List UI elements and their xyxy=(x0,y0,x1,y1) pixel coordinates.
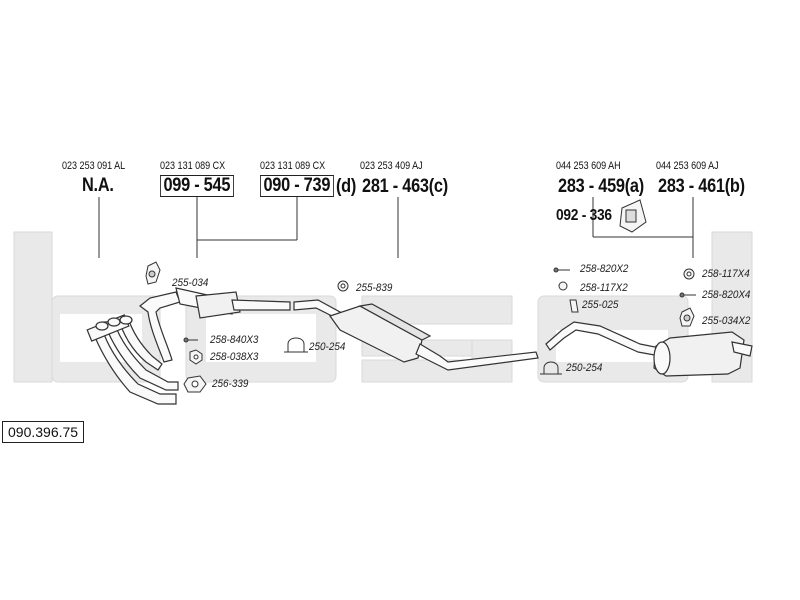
reference-number: 090.396.75 xyxy=(2,421,85,443)
fitting-label-256-339: 256-339 xyxy=(212,378,249,390)
clamp-icon-2 xyxy=(543,361,559,375)
fitting-label-255-025: 255-025 xyxy=(582,299,619,311)
oem-number-na: 023 253 091 AL xyxy=(62,160,126,172)
cat-pipe xyxy=(139,287,291,363)
fitting-label-258-820x4: 258-820X4 xyxy=(702,289,751,301)
fitting-label-258-820x2: 258-820X2 xyxy=(580,263,629,275)
leader-lines xyxy=(98,197,694,258)
part-number-na: N.A. xyxy=(82,175,114,196)
part-number-rear-b: 283 - 461(b) xyxy=(658,176,745,197)
bracket-icon xyxy=(569,299,579,313)
oem-number-rear-a: 044 253 609 AH xyxy=(556,160,621,172)
oem-number-cat-b: 023 131 089 CX xyxy=(260,160,326,172)
fitting-label-258-117x2: 258-117X2 xyxy=(580,282,628,294)
fitting-icons xyxy=(145,199,696,393)
oem-number-rear-b: 044 253 609 AJ xyxy=(656,160,719,172)
fitting-label-255-839: 255-839 xyxy=(356,282,393,294)
part-number-rear-a: 283 - 459(a) xyxy=(558,176,644,197)
front-pipe xyxy=(86,314,179,405)
middle-silencer xyxy=(293,299,539,371)
oem-number-cat-a: 023 131 089 CX xyxy=(160,160,226,172)
oem-number-mid: 023 253 409 AJ xyxy=(360,160,423,172)
part-number-mid: 281 - 463(c) xyxy=(362,176,448,197)
fitting-label-258-840x3: 258-840X3 xyxy=(210,334,259,346)
fitting-label-255-034: 255-034 xyxy=(172,277,209,289)
part-number-cat-b: 090 - 739 xyxy=(260,175,334,197)
fitting-label-258-117x4: 258-117X4 xyxy=(702,268,750,280)
rear-silencer xyxy=(545,321,753,377)
part-number-cat-a: 099 - 545 xyxy=(160,175,234,197)
washer-icon xyxy=(558,281,568,291)
part-number-cat-b-suffix: (d) xyxy=(336,176,357,197)
fitting-label-250-254-a: 250-254 xyxy=(309,341,346,353)
fitting-label-255-034x2: 255-034X2 xyxy=(702,315,751,327)
fitting-label-258-038x3: 258-038X3 xyxy=(210,351,259,363)
fitting-label-250-254-b: 250-254 xyxy=(566,362,603,374)
clamp-icon xyxy=(287,337,305,353)
part-number-mount: 092 - 336 xyxy=(556,207,612,224)
